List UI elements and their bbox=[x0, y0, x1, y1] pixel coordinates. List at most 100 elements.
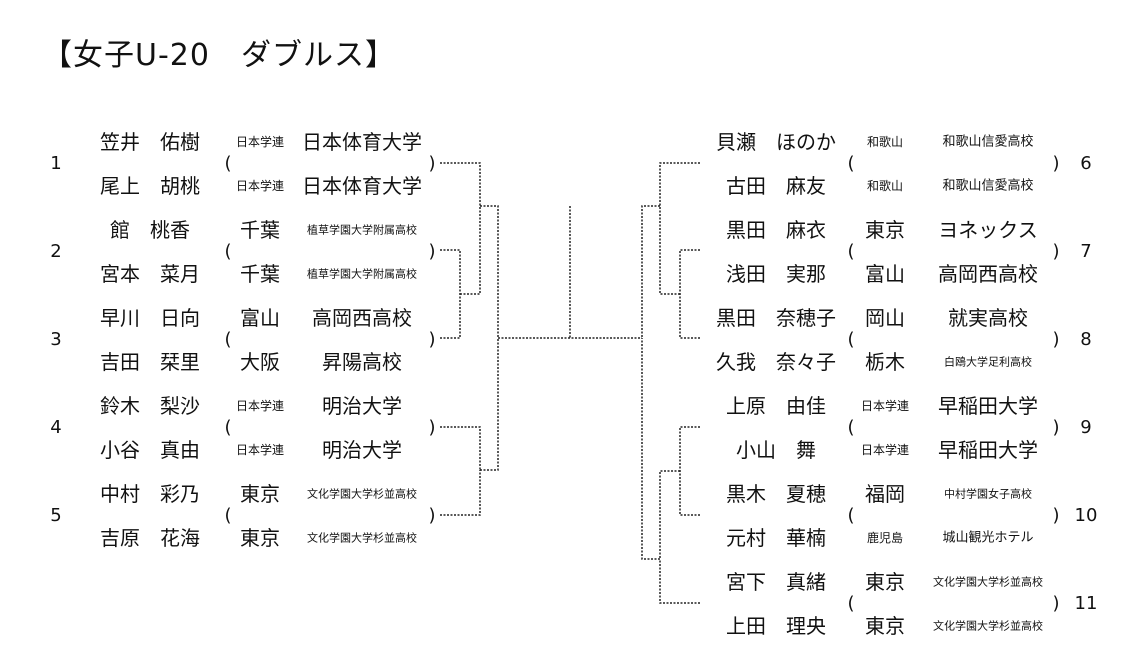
seed-number: 5 bbox=[50, 505, 62, 526]
paren-open: ( bbox=[847, 153, 855, 174]
player-name: 小山 舞 bbox=[736, 438, 816, 462]
player-prefecture: 日本学連 bbox=[235, 179, 285, 193]
player-name: 中村 彩乃 bbox=[100, 482, 200, 506]
player-team: 和歌山信愛高校 bbox=[942, 134, 1034, 150]
player-team: 文化学園大学杉並高校 bbox=[307, 487, 417, 501]
player-prefecture: 日本学連 bbox=[235, 135, 285, 149]
player-name: 宮下 真緒 bbox=[726, 570, 826, 594]
paren-close: ) bbox=[1052, 241, 1060, 262]
player-prefecture: 東京 bbox=[240, 482, 280, 506]
player-name: 上田 理央 bbox=[726, 614, 826, 638]
seed-number: 8 bbox=[1080, 329, 1092, 350]
player-name: 元村 華楠 bbox=[726, 526, 826, 550]
seed-number: 6 bbox=[1080, 153, 1092, 174]
player-team: 植草学園大学附属高校 bbox=[307, 223, 417, 237]
player-team: 文化学園大学杉並高校 bbox=[307, 531, 417, 545]
player-prefecture: 東京 bbox=[865, 614, 905, 638]
bracket-line-r6 bbox=[659, 162, 700, 206]
paren-close: ) bbox=[428, 241, 436, 262]
player-prefecture: 東京 bbox=[865, 570, 905, 594]
bracket-line-l2 bbox=[440, 249, 461, 294]
player-prefecture: 栃木 bbox=[865, 350, 905, 374]
player-team: ヨネックス bbox=[938, 218, 1038, 242]
paren-close: ) bbox=[1052, 417, 1060, 438]
bracket-line-r91011 bbox=[641, 338, 660, 560]
paren-open: ( bbox=[224, 329, 232, 350]
player-prefecture: 日本学連 bbox=[860, 399, 910, 413]
bracket-line-r9 bbox=[679, 426, 700, 471]
player-prefecture: 千葉 bbox=[240, 218, 280, 242]
player-name: 鈴木 梨沙 bbox=[100, 394, 200, 418]
paren-close: ) bbox=[1052, 505, 1060, 526]
bracket-line-l123 bbox=[480, 205, 499, 338]
player-prefecture: 日本学連 bbox=[235, 399, 285, 413]
player-name: 久我 奈々子 bbox=[716, 350, 836, 374]
player-team: 日本体育大学 bbox=[302, 174, 422, 198]
bracket-line-l3 bbox=[440, 294, 461, 339]
player-team: 日本体育大学 bbox=[302, 130, 422, 154]
player-team: 文化学園大学杉並高校 bbox=[933, 619, 1043, 633]
bracket-line-l45 bbox=[480, 338, 499, 471]
paren-close: ) bbox=[1052, 153, 1060, 174]
bracket-line-r678 bbox=[641, 205, 660, 338]
player-team: 昇陽高校 bbox=[322, 350, 402, 374]
player-team: 高岡西高校 bbox=[312, 306, 412, 330]
bracket-line-r910 bbox=[659, 470, 680, 559]
player-prefecture: 東京 bbox=[865, 218, 905, 242]
player-team: 植草学園大学附属高校 bbox=[307, 267, 417, 281]
player-team: 文化学園大学杉並高校 bbox=[933, 575, 1043, 589]
player-name: 館 桃香 bbox=[110, 218, 190, 242]
paren-open: ( bbox=[847, 505, 855, 526]
paren-open: ( bbox=[847, 241, 855, 262]
player-team: 早稲田大学 bbox=[938, 394, 1038, 418]
player-name: 宮本 菜月 bbox=[100, 262, 200, 286]
player-prefecture: 千葉 bbox=[240, 262, 280, 286]
paren-open: ( bbox=[847, 593, 855, 614]
player-name: 古田 麻友 bbox=[726, 174, 826, 198]
player-team: 明治大学 bbox=[322, 394, 402, 418]
bracket-line-r10 bbox=[679, 471, 700, 516]
player-team: 白鴎大学足利高校 bbox=[944, 355, 1032, 369]
player-prefecture: 大阪 bbox=[240, 350, 280, 374]
page-title: 【女子U-20 ダブルス】 bbox=[42, 38, 396, 73]
player-team: 明治大学 bbox=[322, 438, 402, 462]
paren-open: ( bbox=[847, 417, 855, 438]
player-team: 就実高校 bbox=[948, 306, 1028, 330]
player-name: 黒田 奈穂子 bbox=[716, 306, 836, 330]
player-prefecture: 和歌山 bbox=[866, 135, 904, 149]
player-team: 城山観光ホテル bbox=[942, 530, 1034, 546]
player-prefecture: 鹿児島 bbox=[866, 531, 904, 545]
seed-number: 2 bbox=[50, 241, 62, 262]
paren-open: ( bbox=[847, 329, 855, 350]
seed-number: 1 bbox=[50, 153, 62, 174]
player-name: 浅田 実那 bbox=[726, 262, 826, 286]
paren-close: ) bbox=[428, 505, 436, 526]
seed-number: 10 bbox=[1074, 505, 1098, 526]
seed-number: 4 bbox=[50, 417, 62, 438]
seed-number: 9 bbox=[1080, 417, 1092, 438]
player-team: 和歌山信愛高校 bbox=[942, 178, 1034, 194]
player-prefecture: 和歌山 bbox=[866, 179, 904, 193]
paren-open: ( bbox=[224, 241, 232, 262]
player-team: 中村学園女子高校 bbox=[944, 487, 1032, 501]
player-name: 尾上 胡桃 bbox=[100, 174, 200, 198]
player-name: 貝瀬 ほのか bbox=[716, 130, 836, 154]
player-prefecture: 日本学連 bbox=[235, 443, 285, 457]
player-team: 早稲田大学 bbox=[938, 438, 1038, 462]
player-name: 黒木 夏穂 bbox=[726, 482, 826, 506]
bracket-line-l5 bbox=[440, 470, 481, 516]
player-name: 吉田 栞里 bbox=[100, 350, 200, 374]
player-prefecture: 富山 bbox=[240, 306, 280, 330]
player-name: 黒田 麻衣 bbox=[726, 218, 826, 242]
paren-open: ( bbox=[224, 505, 232, 526]
player-prefecture: 東京 bbox=[240, 526, 280, 550]
player-name: 吉原 花海 bbox=[100, 526, 200, 550]
bracket-line-l23 bbox=[460, 206, 481, 295]
bracket-line-r78 bbox=[659, 206, 680, 295]
seed-number: 7 bbox=[1080, 241, 1092, 262]
bracket-line-r8 bbox=[679, 294, 700, 339]
player-name: 上原 由佳 bbox=[726, 394, 826, 418]
seed-number: 3 bbox=[50, 329, 62, 350]
player-name: 小谷 真由 bbox=[100, 438, 200, 462]
player-prefecture: 日本学連 bbox=[860, 443, 910, 457]
